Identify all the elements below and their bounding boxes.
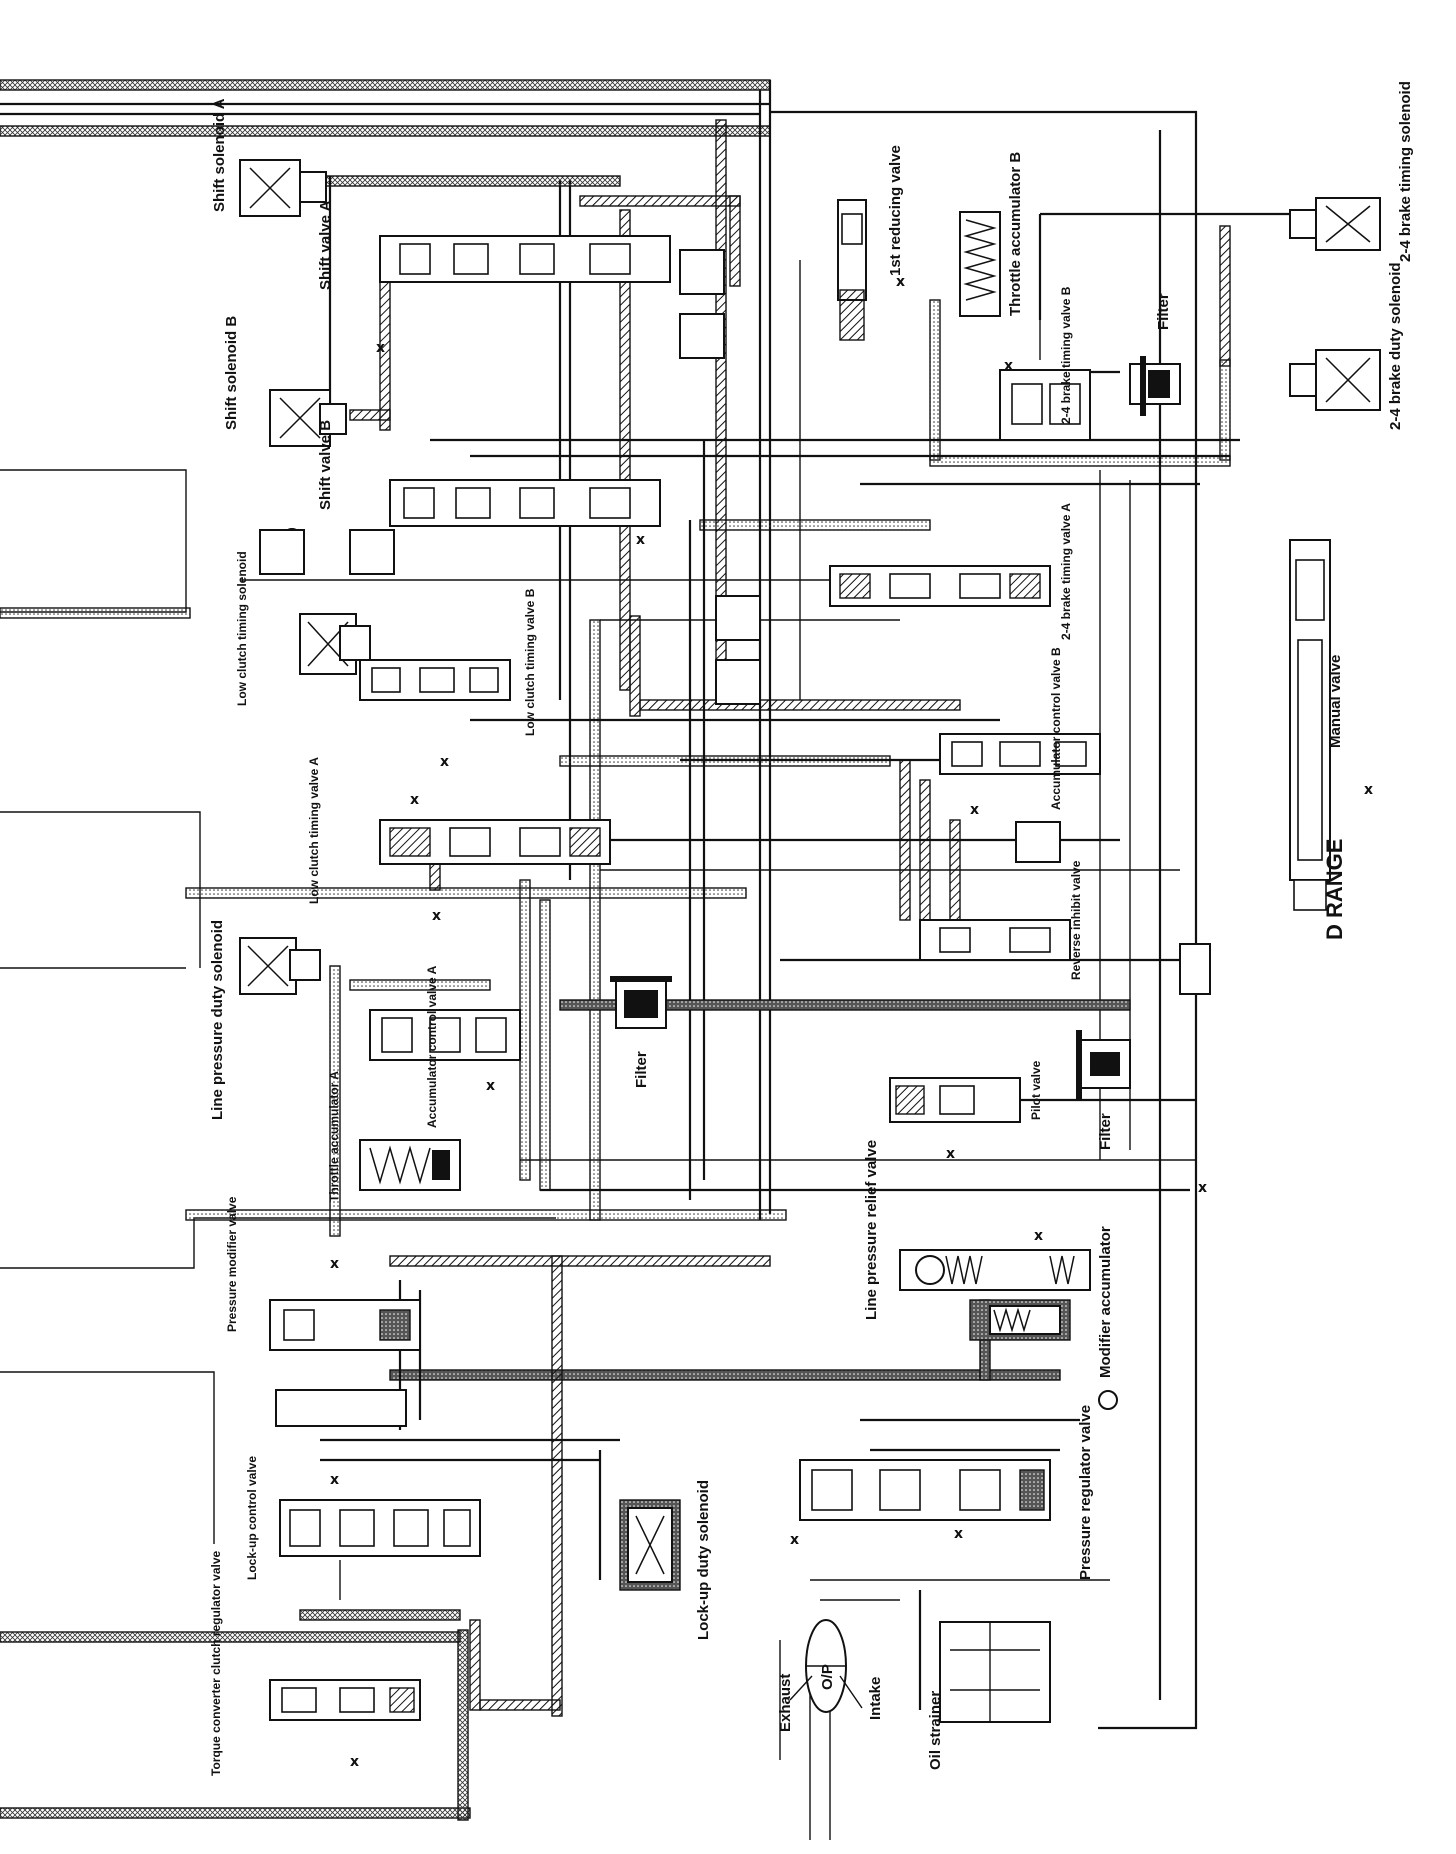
fluid-lines: [0, 79, 1290, 1840]
label-oil-strainer: Oil strainer: [927, 1691, 944, 1770]
lock-up-control-valve: [279, 1499, 481, 1557]
component-labels: Shift solenoid A Shift valve A Shift sol…: [209, 81, 1414, 1776]
drain-mark: x: [1198, 1180, 1207, 1196]
label-lock-up-control-valve: Lock-up control valve: [245, 1456, 259, 1580]
brake-24-timing-solenoid-body: [1289, 197, 1381, 251]
drain-mark: x: [350, 1754, 359, 1770]
shift-solenoid-b-body: [269, 389, 347, 447]
leader-line: [839, 1675, 863, 1709]
first-reducing-valve: [837, 199, 867, 341]
label-throttle-accumulator-a: Throttle accumulator A: [327, 1071, 341, 1202]
brake-24-duty-solenoid-body: [1289, 349, 1381, 411]
oil-strainer: [939, 1621, 1051, 1723]
line-pressure-duty-solenoid-body: [239, 937, 321, 995]
drain-mark: x: [954, 1526, 963, 1542]
label-brake-24-timing-valve-b: 2-4 brake timing valve B: [1059, 286, 1073, 424]
shift-solenoid-a-body: [239, 159, 327, 217]
drain-mark: x: [1034, 1228, 1043, 1244]
label-shift-solenoid-a: Shift solenoid A: [211, 98, 228, 212]
solenoids: [239, 159, 1381, 1591]
filter-right: [1076, 1030, 1131, 1100]
shift-valve-a: [379, 235, 671, 283]
throttle-accumulator-a: [359, 1139, 461, 1191]
brake-24-timing-valve-a: [829, 565, 1051, 607]
leader-line: [789, 1675, 813, 1701]
drain-mark: x: [1004, 358, 1013, 374]
drain-mark: x: [636, 532, 645, 548]
label-shift-valve-a: Shift valve A: [317, 200, 334, 290]
label-manual-valve: Manual valve: [1327, 655, 1344, 748]
throttle-accumulator-b: [959, 211, 1001, 317]
valves: [259, 199, 1331, 1723]
label-accumulator-control-valve-b: Accumulator control valve B: [1049, 647, 1063, 810]
drain-mark: x: [896, 274, 905, 290]
label-line-pressure-duty-solenoid: Line pressure duty solenoid: [209, 920, 226, 1120]
label-first-reducing-valve: 1st reducing valve: [887, 145, 904, 276]
label-lock-up-duty-solenoid: Lock-up duty solenoid: [695, 1480, 712, 1640]
label-line-pressure-relief-valve: Line pressure relief valve: [863, 1140, 880, 1320]
pressure-regulator-valve: [799, 1459, 1051, 1521]
label-low-clutch-timing-valve-b: Low clutch timing valve B: [523, 588, 537, 736]
line-pressure-relief-valve: [899, 1249, 1091, 1291]
label-d-range: D RANGE: [1322, 839, 1347, 940]
label-low-clutch-timing-solenoid: Low clutch timing solenoid: [235, 551, 249, 706]
low-clutch-timing-valve-a: [379, 819, 611, 865]
label-filter-right: Filter: [1097, 1113, 1114, 1150]
modifier-accumulator: [969, 1299, 1071, 1341]
check-ball: [1098, 1390, 1118, 1410]
label-torque-converter-clutch-regulator-valve: Torque converter clutch regulator valve: [209, 1550, 223, 1776]
label-brake-24-duty-solenoid: 2-4 brake duty solenoid: [1387, 262, 1404, 430]
label-brake-24-timing-solenoid: 2-4 brake timing solenoid: [1397, 81, 1414, 262]
label-low-clutch-timing-valve-a: Low clutch timing valve A: [307, 757, 321, 904]
accumulator-control-valve-a: [369, 1009, 521, 1061]
drain-mark: x: [330, 1256, 339, 1272]
label-pressure-modifier-valve: Pressure modifier valve: [225, 1196, 239, 1332]
drain-mark: x: [1364, 782, 1373, 798]
label-pressure-regulator-valve: Pressure regulator valve: [1077, 1405, 1094, 1580]
drain-mark: x: [790, 1532, 799, 1548]
low-clutch-timing-valve-b: [359, 659, 511, 701]
label-exhaust: Exhaust: [777, 1674, 794, 1732]
filter-top: [1129, 356, 1181, 416]
drain-mark: x: [486, 1078, 495, 1094]
label-accumulator-control-valve-a: Accumulator control valve A: [425, 965, 439, 1128]
pilot-valve: [889, 1077, 1021, 1123]
drain-marks: x x x x x x x x x x x x x x x x x x: [330, 274, 1373, 1770]
drain-mark: x: [946, 1146, 955, 1162]
manual-valve: [1289, 539, 1331, 911]
label-reverse-inhibit-valve: Reverse inhibit valve: [1069, 860, 1083, 980]
label-brake-24-timing-valve-a: 2-4 brake timing valve A: [1059, 503, 1073, 640]
drain-mark: x: [440, 754, 449, 770]
drain-mark: x: [432, 908, 441, 924]
shift-valve-b: [389, 479, 661, 527]
pressure-modifier-valve: [269, 1299, 421, 1351]
drain-mark: x: [330, 1472, 339, 1488]
label-filter-mid: Filter: [633, 1051, 650, 1088]
reverse-inhibit-valve: [919, 919, 1071, 961]
oil-pump: [805, 1619, 847, 1713]
label-shift-valve-b: Shift valve B: [317, 420, 334, 510]
drain-mark: x: [970, 802, 979, 818]
drain-mark: x: [410, 792, 419, 808]
label-shift-solenoid-b: Shift solenoid B: [223, 316, 240, 430]
label-oil-pump: O/P: [819, 1664, 836, 1690]
label-throttle-accumulator-b: Throttle accumulator B: [1007, 152, 1024, 316]
label-filter-top: Filter: [1155, 293, 1172, 330]
brake-24-timing-valve-b: [999, 369, 1091, 441]
torque-converter-clutch-regulator-valve: [269, 1679, 421, 1721]
label-modifier-accumulator: Modifier accumulator: [1097, 1226, 1114, 1378]
accumulator-control-valve-b: [939, 733, 1101, 775]
label-pilot-valve: Pilot valve: [1029, 1060, 1043, 1120]
lock-up-duty-solenoid-body: [619, 1499, 681, 1591]
label-intake: Intake: [867, 1677, 884, 1720]
low-clutch-timing-solenoid-body: [299, 613, 371, 675]
filter-mid: [610, 976, 672, 1029]
drain-mark: x: [376, 340, 385, 356]
